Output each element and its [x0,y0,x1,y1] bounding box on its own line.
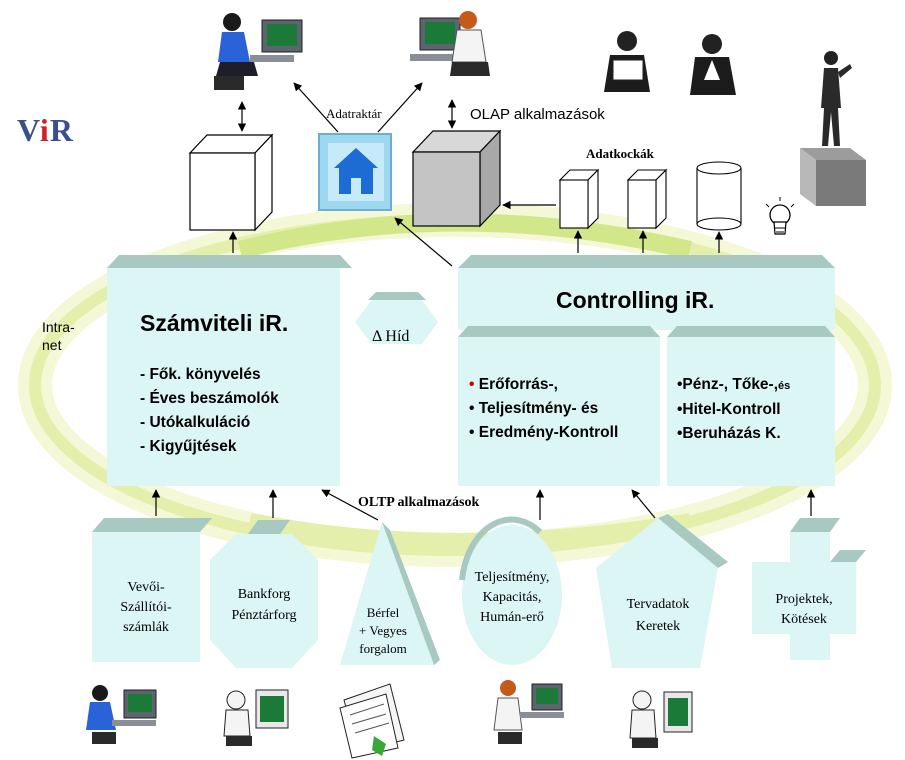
source-line: Vevői- [127,580,165,595]
source-line: számlák [123,620,169,635]
source-performance-circle [459,516,562,665]
red-bullet: • [469,376,475,393]
light-bulb-icon [765,197,795,235]
business-person-icon [821,51,852,146]
source-line: + Vegyes [359,623,407,638]
controlling-left-list: • Erőforrás-, • Teljesítmény- és • Eredm… [469,373,618,445]
intranet-label-line2: net [42,337,62,353]
list-item: - Kigyűjtések [140,438,237,455]
controlling-right-list: •Pénz-, Tőke-,és •Hitel-Kontroll •Beruhá… [677,373,790,446]
source-label-invoices: Vevői- Szállítói- számlák [92,578,200,638]
list-item: • Teljesítmény- és [469,400,599,417]
source-line: Humán-erő [480,610,544,625]
source-plan-pentagon [596,514,728,668]
list-item: •Beruházás K. [677,425,781,442]
olap-label: OLAP alkalmazások [470,106,605,123]
source-label-bank: Bankforg Pénztárforg [210,584,318,626]
list-item: - Éves beszámolók [140,390,279,407]
pedestal-icon [800,148,866,206]
cube-accounting-mart [188,133,274,232]
source-line: Teljesítmény, [474,570,550,585]
controlling-title: Controlling iR. [556,287,715,313]
list-item: - Fők. könyvelés [140,366,261,383]
intranet-label: Intra- net [42,318,75,354]
logo-letter-v: V [17,112,40,148]
list-item-label: •Pénz-, Tőke-, [677,376,779,393]
source-line: forgalom [359,641,407,656]
source-label-projects: Projektek, Kötések [752,590,856,630]
source-label-plan: Tervadatok Keretek [600,594,716,638]
list-item-label: Erőforrás-, [478,376,558,393]
logo-letter-i: i [39,112,50,148]
source-payroll-triangle [340,522,440,665]
source-line: Szállítói- [120,600,172,615]
source-line: Kötések [781,612,827,627]
business-person-icon [690,34,736,95]
oltp-label: OLTP alkalmazások [358,495,480,510]
computer-user-icon [493,680,564,744]
list-item: • Eredmény-Kontroll [469,424,619,441]
vir-logo: ViR [17,112,74,149]
computer-user-icon [410,11,490,76]
source-line: Bankforg [237,587,291,602]
data-warehouse-label: Adatraktár [326,106,382,121]
bridge-panel [355,292,438,344]
list-item: • Erőforrás-, [469,373,618,397]
source-label-payroll: Bérfel + Vegyes forgalom [336,604,430,658]
accounting-title: Számviteli iR. [140,310,289,336]
document-stack-icon [339,683,405,759]
computer-user-icon [629,690,693,748]
source-line: Keretek [635,619,681,634]
source-line: Tervadatok [626,597,690,612]
list-item: - Utókalkuláció [140,414,251,431]
flow-arrows [151,82,816,521]
accounting-panel [107,255,352,486]
logo-letter-r: R [49,112,74,148]
business-person-icon [604,31,650,92]
data-cubes-label: Adatkockák [586,146,654,161]
data-warehouse-house [318,133,392,211]
source-projects-cross [752,518,866,660]
source-line: Bérfel [366,605,400,620]
list-item: •Pénz-, Tőke-,és [677,373,790,398]
accounting-list: - Fők. könyvelés - Éves beszámolók - Utó… [140,363,279,459]
list-item: •Hitel-Kontroll [677,401,781,418]
source-bank-octagon [210,520,318,668]
computer-user-icon [86,685,157,744]
computer-user-icon [214,13,303,90]
intranet-label-line1: Intra- [42,319,75,335]
cube-olap [411,129,502,228]
controlling-panel [458,255,835,486]
house-icon [334,148,378,194]
source-line: Pénztárforg [231,608,297,623]
computer-user-icon [223,689,289,746]
source-line: Projektek, [775,592,833,607]
data-cube-1 [558,168,600,230]
list-item-suffix: és [778,380,791,392]
bridge-label: Δ Híd [372,328,410,345]
data-cube-2 [626,168,668,230]
source-line: Kapacitás, [482,590,542,605]
source-invoices [92,518,212,662]
source-label-performance: Teljesítmény, Kapacitás, Humán-erő [460,568,564,628]
cylinder-icon [696,161,742,231]
